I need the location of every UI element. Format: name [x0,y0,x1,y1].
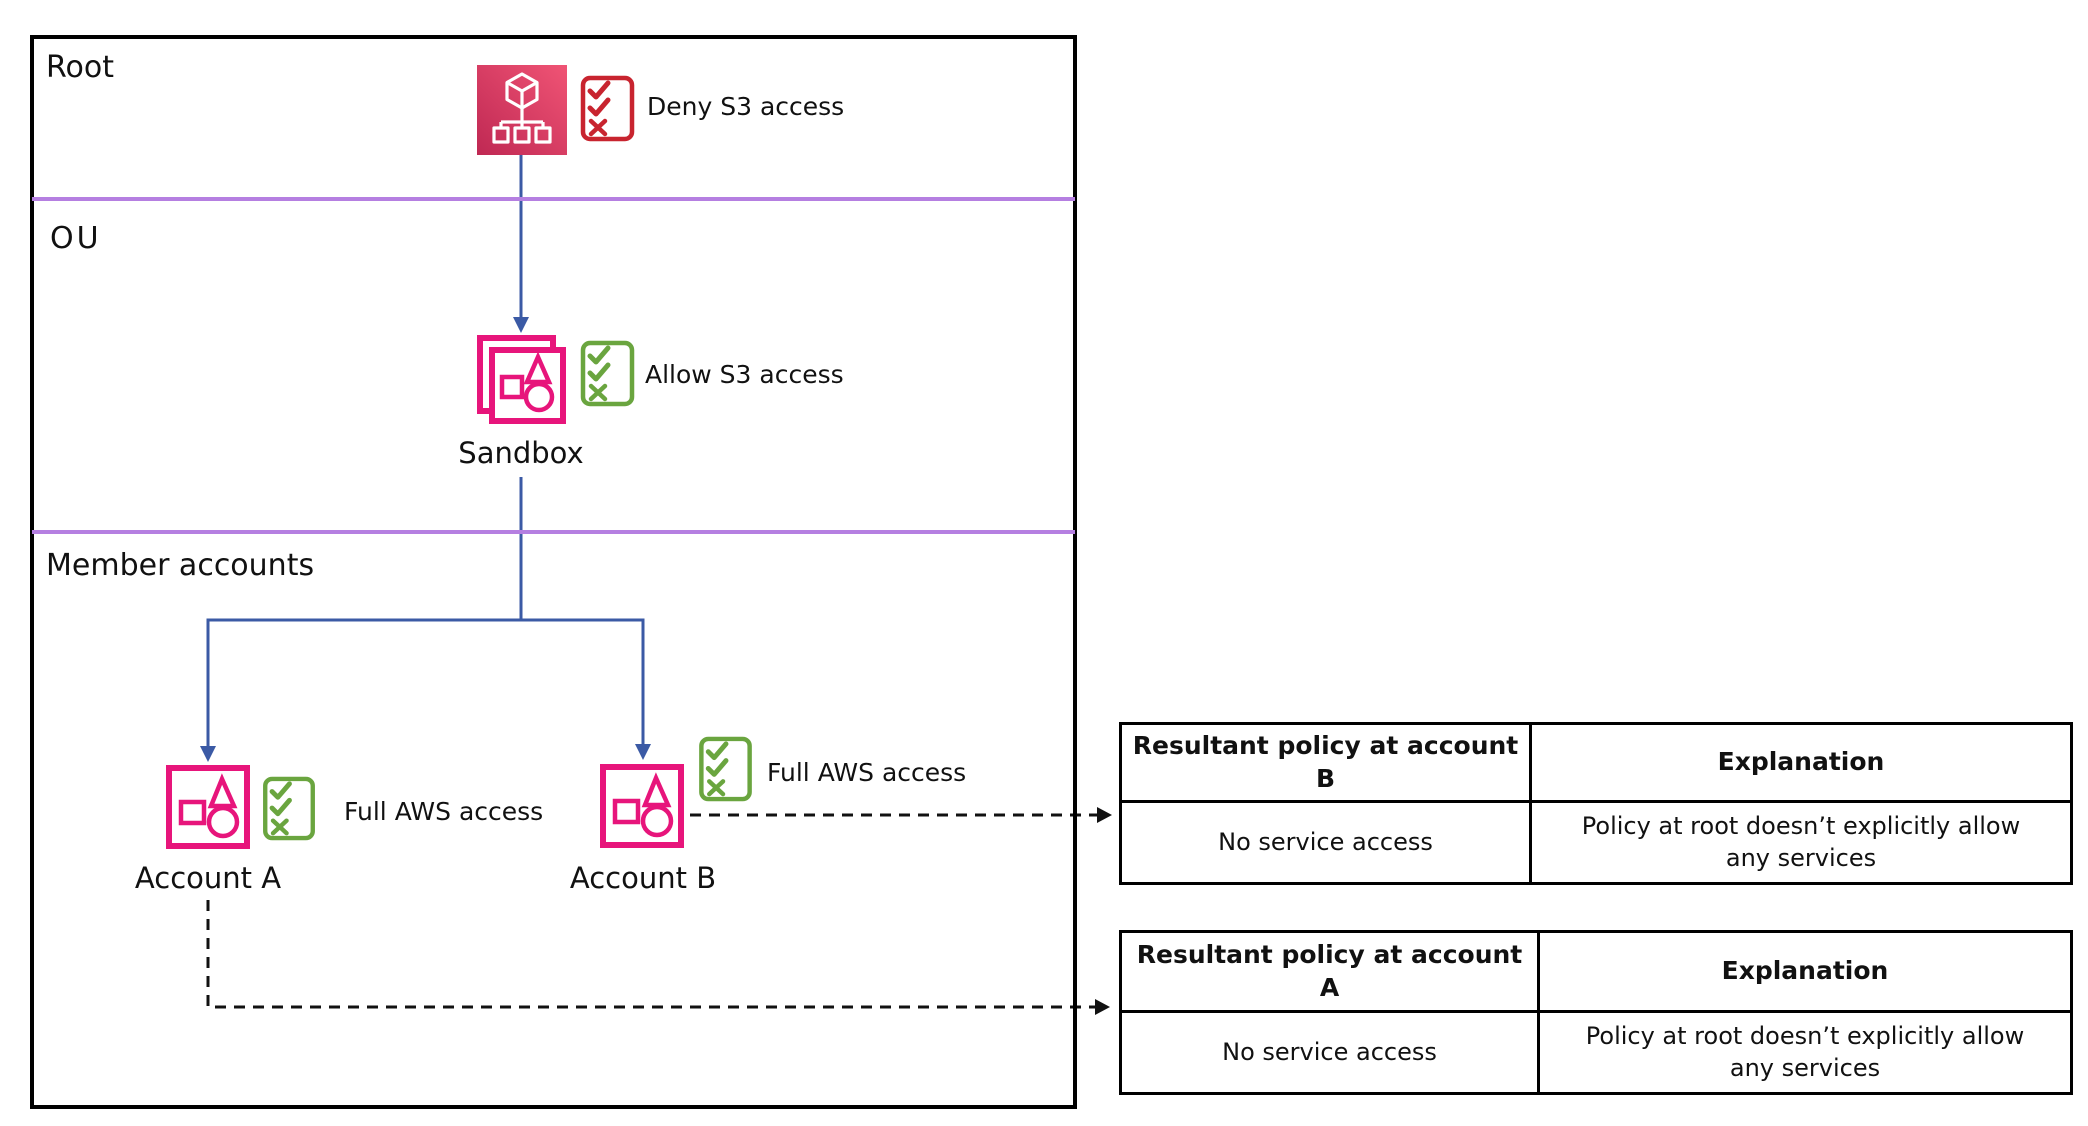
account-b-policy-label: Full AWS access [767,758,967,787]
deny-policy-badge [580,75,635,142]
policy-checklist-green-icon [580,340,635,407]
table-cell: No service access [1122,803,1532,882]
section-label-member-accounts: Member accounts [46,548,315,583]
account-b-policy-badge [698,736,753,802]
account-a-policy-label: Full AWS access [344,797,544,826]
account-a-policy-badge [262,776,316,841]
resultant-policy-table-account-b: Resultant policy at account B Explanatio… [1119,722,2073,885]
organizational-unit-icon [477,335,566,424]
root-ou-divider [32,197,1075,201]
table-header-cell: Explanation [1540,933,2070,1013]
root-node [477,65,567,155]
sandbox-label: Sandbox [458,436,584,470]
table-cell: Policy at root doesn’t explicitly allow … [1585,1022,2025,1082]
allow-policy-badge [580,340,635,407]
account-a-label: Account A [134,861,282,895]
section-label-root: Root [46,50,114,85]
ou-members-divider [32,530,1075,534]
account-b-node [600,764,684,848]
root-policy-label: Deny S3 access [647,92,845,121]
organization-boundary-box [30,35,1077,1109]
table-header-cell: Explanation [1532,725,2070,803]
section-label-ou: OU [50,221,102,256]
table-cell: Policy at root doesn’t explicitly allow … [1581,812,2021,872]
policy-checklist-green-icon [263,776,315,841]
aws-organizations-icon [477,65,567,155]
resultant-policy-table-account-a: Resultant policy at account A Explanatio… [1119,930,2073,1095]
account-b-label: Account B [569,861,717,895]
table-header-cell: Resultant policy at account A [1122,933,1540,1013]
policy-checklist-red-icon [580,75,635,142]
aws-account-icon [166,765,250,849]
table-cell: No service access [1122,1013,1540,1092]
aws-account-icon [600,764,684,848]
table-header-cell: Resultant policy at account B [1122,725,1532,803]
sandbox-ou-node [475,333,567,425]
account-a-node [166,765,250,849]
policy-checklist-green-icon [699,736,752,802]
sandbox-policy-label: Allow S3 access [645,360,844,389]
